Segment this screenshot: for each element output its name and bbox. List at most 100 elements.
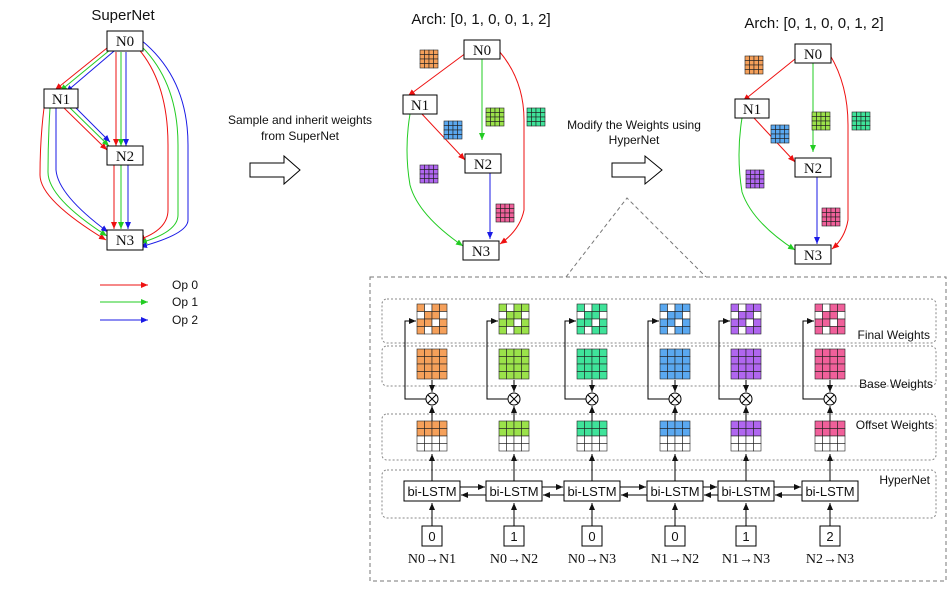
arch-left-n3: N3 <box>472 244 490 260</box>
bi-lstm-label: bi-LSTM <box>567 484 616 499</box>
op-index-value: 0 <box>428 529 435 544</box>
edge-label: N2→N3 <box>806 552 854 567</box>
offset-weights-label: Offset Weights <box>856 418 934 432</box>
hypernet-column-5: bi-LSTM 2N2→N3 <box>801 303 859 567</box>
supernet-graph: SuperNet N0 N1 N2 N3 <box>39 7 189 251</box>
supernet-title: SuperNet <box>91 7 155 24</box>
arch-right-n2: N2 <box>804 161 822 177</box>
hypernet-panel-frame <box>369 276 947 582</box>
step-modify-line2: HyperNet <box>609 133 660 147</box>
arch-right-n1: N1 <box>743 102 761 118</box>
final-weight-grid <box>416 303 448 335</box>
edge-label: N1→N2 <box>651 552 699 567</box>
base-weight-grid <box>498 348 530 380</box>
arch-right-weight-n0n1 <box>744 55 764 75</box>
edge-label: N0→N2 <box>490 552 538 567</box>
step-sample-arrow <box>249 154 301 186</box>
op-index-value: 2 <box>826 529 833 544</box>
arch-left-weight-n0n2 <box>485 107 505 127</box>
step-modify-arrow <box>611 154 663 186</box>
arch-graph-modified: Arch: [0, 1, 0, 0, 1, 2] N0 N1 N2 N3 <box>734 15 884 265</box>
zoom-callout <box>565 197 707 278</box>
base-weights-row <box>381 345 937 387</box>
final-weight-grid <box>659 303 691 335</box>
arch-right-weight-n0n3 <box>851 111 871 131</box>
base-weight-grid <box>659 348 691 380</box>
arch-left-n2: N2 <box>474 157 492 173</box>
legend-label-op1: Op 1 <box>172 295 198 309</box>
supernet-node-n3-label: N3 <box>116 233 134 249</box>
supernet-node-n0 <box>106 30 144 52</box>
arch-right-weight-n1n3 <box>745 169 765 189</box>
supernet-node-n2 <box>106 145 144 166</box>
base-weight-grid <box>730 348 762 380</box>
arch-right-weight-n1n2 <box>770 124 790 144</box>
offset-weight-grid <box>498 420 530 452</box>
hypernet-row <box>381 469 937 519</box>
step-sample-line1: Sample and inherit weights <box>228 113 372 127</box>
step-modify-line1: Modify the Weights using <box>567 118 701 132</box>
edge-label: N0→N3 <box>568 552 616 567</box>
arch-left-weight-n2n3 <box>495 203 515 223</box>
supernet-node-n1 <box>43 88 79 109</box>
offset-weight-grid <box>576 420 608 452</box>
supernet-node-n2-label: N2 <box>116 149 134 165</box>
arch-right-n0: N0 <box>804 47 822 63</box>
arch-left-weight-n0n3 <box>526 107 546 127</box>
edge-label: N1→N3 <box>722 552 770 567</box>
bi-lstm-label: bi-LSTM <box>407 484 456 499</box>
final-weights-label: Final Weights <box>858 328 930 342</box>
hypernet-column-4: bi-LSTM 1N1→N3 <box>717 303 775 567</box>
op-index-value: 0 <box>671 529 678 544</box>
arch-left-weight-n1n2 <box>443 120 463 140</box>
step-sample-line2: from SuperNet <box>261 129 340 143</box>
step-sample: Sample and inherit weights from SuperNet <box>228 113 372 186</box>
supernet-node-n1-label: N1 <box>52 92 70 108</box>
final-weight-grid <box>498 303 530 335</box>
op-index-value: 1 <box>742 529 749 544</box>
final-weights-row <box>381 298 937 344</box>
edge-label: N0→N1 <box>408 552 456 567</box>
arch-left-n0: N0 <box>473 43 491 59</box>
supernet-node-n0-label: N0 <box>116 34 134 50</box>
op-index-value: 0 <box>588 529 595 544</box>
arch-left-weight-n1n3 <box>419 164 439 184</box>
op-index-value: 1 <box>510 529 517 544</box>
legend-label-op2: Op 2 <box>172 313 198 327</box>
hypernet-label: HyperNet <box>879 473 930 487</box>
arch-right-weight-n0n2 <box>811 111 831 131</box>
legend-label-op0: Op 0 <box>172 278 198 292</box>
base-weight-grid <box>416 348 448 380</box>
arch-right-n3: N3 <box>804 248 822 264</box>
hypernet-column-3: bi-LSTM 0N1→N2 <box>646 303 704 567</box>
final-weight-grid <box>730 303 762 335</box>
offset-weight-grid <box>730 420 762 452</box>
arch-right-weight-n2n3 <box>821 207 841 227</box>
hypernet-panel: Final Weights Base Weights Offset Weight… <box>369 276 947 582</box>
arch-left-weight-op0-n0n1 <box>419 49 439 69</box>
final-weight-grid <box>576 303 608 335</box>
hypernet-column-2: bi-LSTM 0N0→N3 <box>563 303 621 567</box>
offset-weight-grid <box>659 420 691 452</box>
step-modify: Modify the Weights using HyperNet <box>567 118 701 186</box>
bi-lstm-label: bi-LSTM <box>489 484 538 499</box>
bi-lstm-label: bi-LSTM <box>650 484 699 499</box>
hypernet-column-0: bi-LSTM 0N0→N1 <box>403 303 461 567</box>
base-weight-grid <box>576 348 608 380</box>
bi-lstm-label: bi-LSTM <box>721 484 770 499</box>
arch-left-title: Arch: [0, 1, 0, 0, 1, 2] <box>411 11 550 28</box>
offset-weight-grid <box>416 420 448 452</box>
arch-left-n1: N1 <box>411 98 429 114</box>
base-weight-grid <box>814 348 846 380</box>
base-weights-label: Base Weights <box>859 377 933 391</box>
legend: Op 0 Op 1 Op 2 <box>100 278 198 327</box>
arch-graph-sampled: Arch: [0, 1, 0, 0, 1, 2] N0 N1 N2 N3 <box>402 11 551 261</box>
supernet-node-n3 <box>106 229 144 251</box>
hypernet-column-1: bi-LSTM 1N0→N2 <box>485 303 543 567</box>
arch-right-title: Arch: [0, 1, 0, 0, 1, 2] <box>744 15 883 32</box>
bi-lstm-label: bi-LSTM <box>805 484 854 499</box>
hypernet-columns: bi-LSTM0N0→N1bi-LSTM1N0→N2bi-LSTM0N0→N3b… <box>403 303 859 567</box>
offset-weights-row <box>381 413 937 461</box>
offset-weight-grid <box>814 420 846 452</box>
